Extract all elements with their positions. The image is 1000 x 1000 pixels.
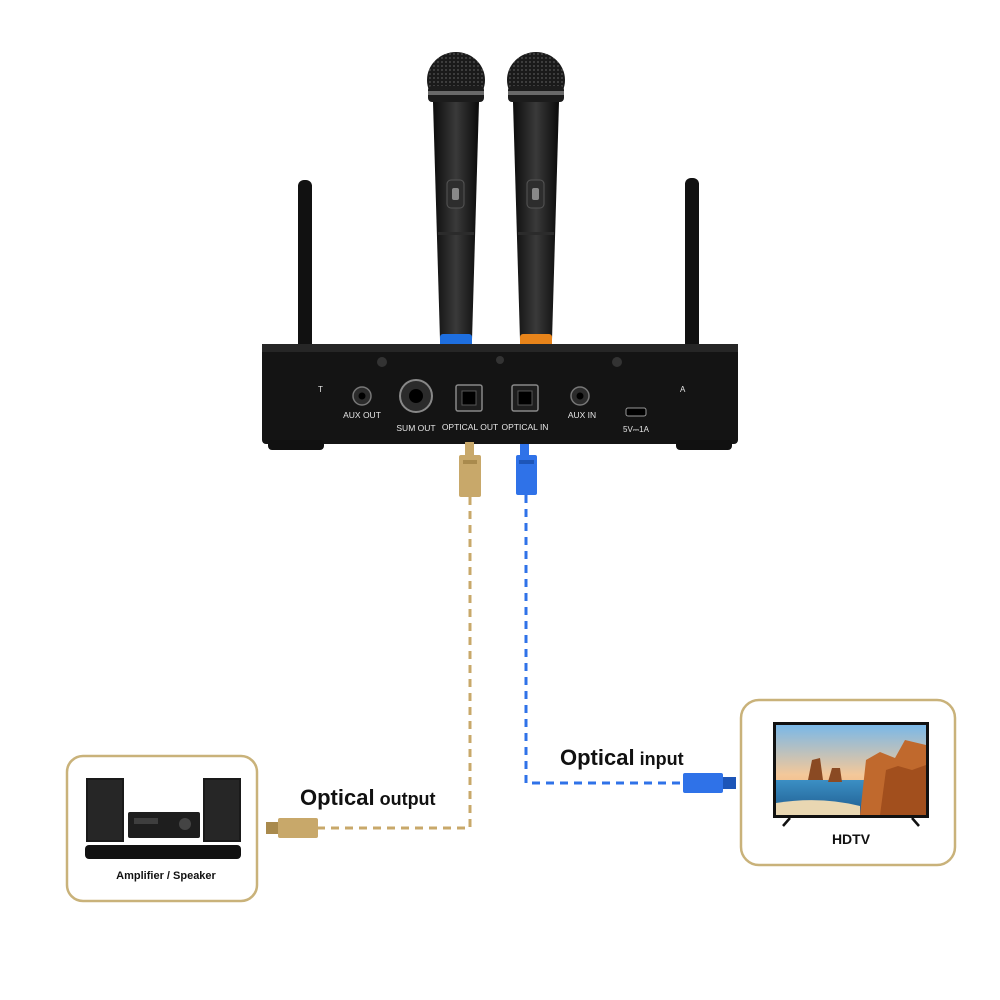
receiver-unit: T A AUX OUT SUM OUT OPTICAL OUT OPTICAL … bbox=[262, 344, 738, 450]
amplifier-label: Amplifier / Speaker bbox=[116, 870, 216, 882]
antenna-right-mark: A bbox=[680, 385, 686, 394]
optical-input-cable bbox=[516, 444, 736, 793]
power-label: 5V⎓1A bbox=[623, 425, 650, 434]
soundbar bbox=[85, 845, 241, 859]
screw-right bbox=[612, 357, 622, 367]
optical-output-caption: Optical output bbox=[300, 785, 436, 810]
microphone-right bbox=[507, 52, 565, 348]
usb-power-port bbox=[625, 407, 647, 417]
aux-out-label: AUX OUT bbox=[343, 410, 381, 420]
screw-left bbox=[377, 357, 387, 367]
optical-out-label: OPTICAL OUT bbox=[442, 422, 498, 432]
optical-output-cable bbox=[266, 442, 481, 838]
antenna-left-mark: T bbox=[318, 385, 323, 394]
hdtv-label: HDTV bbox=[832, 831, 871, 847]
amplifier-speaker-panel: Amplifier / Speaker bbox=[65, 754, 259, 903]
optical-input-caption: Optical input bbox=[560, 745, 684, 770]
optical-in-label: OPTICAL IN bbox=[502, 422, 549, 432]
hdtv-panel: HDTV bbox=[739, 698, 957, 867]
microphone-left bbox=[427, 52, 485, 348]
aux-in-label: AUX IN bbox=[568, 410, 596, 420]
sum-out-label: SUM OUT bbox=[396, 423, 435, 433]
